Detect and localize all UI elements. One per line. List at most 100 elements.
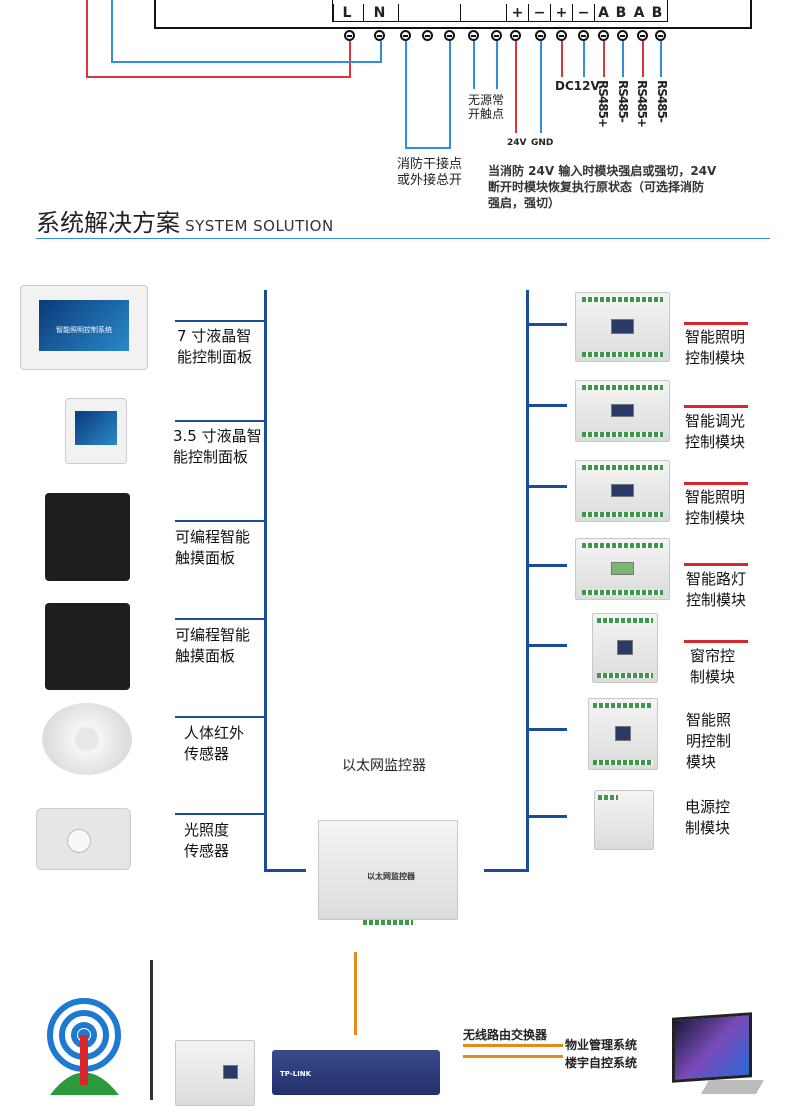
- section-title: 系统解决方案 SYSTEM SOLUTION: [36, 203, 334, 238]
- dry-contact-label: 无源常开触点: [468, 93, 505, 121]
- label-gnd: GND: [531, 138, 554, 148]
- wire-red: [642, 41, 644, 77]
- screw-terminal: [578, 30, 589, 41]
- label-dc12v: DC12V: [555, 79, 600, 93]
- branch-line: [175, 520, 265, 522]
- wire-red: [86, 0, 88, 78]
- terminal-label: +: [550, 4, 572, 22]
- label-rs485: RS485+: [596, 80, 610, 127]
- label-rs485: RS485-: [655, 80, 669, 122]
- branch-line: [175, 813, 265, 815]
- link-line: [463, 1055, 563, 1058]
- right-device-label: 智能路灯控制模块: [686, 570, 747, 609]
- right-device-label: 智能调光控制模块: [685, 412, 746, 451]
- left-device-label: 可编程智能触摸面板: [175, 528, 251, 567]
- branch-line: [527, 404, 567, 407]
- branch-line: [527, 564, 567, 567]
- switch-symbol: [398, 4, 460, 22]
- ethernet-cable-line: [354, 952, 357, 1035]
- ethernet-controller-image: 以太网监控器: [318, 820, 458, 925]
- terminal-label: B: [651, 5, 663, 21]
- accent-bar: [684, 563, 748, 566]
- bus-link: [264, 869, 306, 872]
- lcd-panel-7inch-image: 智能照明控制系统: [20, 285, 148, 370]
- dimming-module-image: [575, 380, 670, 442]
- bus-link: [484, 869, 529, 872]
- left-device-label: 光照度传感器: [184, 821, 230, 860]
- wireless-icon: [42, 995, 127, 1095]
- screw-terminal: [556, 30, 567, 41]
- wire-red: [561, 41, 563, 77]
- accent-bar: [684, 640, 748, 643]
- terminal-label: −: [572, 4, 594, 22]
- module-outline: [154, 0, 752, 29]
- screw-terminal: [468, 30, 479, 41]
- wire-blue: [449, 41, 451, 149]
- wire-red: [515, 41, 517, 133]
- screw-terminal: [510, 30, 521, 41]
- accent-bar: [684, 482, 748, 485]
- accent-bar: [684, 322, 748, 325]
- branch-line: [175, 618, 265, 620]
- lighting-module-image: [575, 292, 670, 362]
- screw-terminal: [637, 30, 648, 41]
- wire-blue: [380, 41, 382, 63]
- screw-terminal: [400, 30, 411, 41]
- router-image: TP-LINK: [272, 1050, 440, 1095]
- right-device-label: 智能照明控制模块: [685, 328, 746, 367]
- screw-terminal: [444, 30, 455, 41]
- wire-blue: [405, 41, 407, 149]
- wire-blue: [473, 41, 475, 89]
- left-device-label: 7 寸液晶智能控制面板: [177, 327, 253, 366]
- branch-line: [175, 320, 265, 322]
- right-device-label: 智能照明控制模块: [685, 488, 746, 527]
- wire-red: [603, 41, 605, 77]
- relay-symbol: [460, 4, 505, 22]
- screw-terminal: [617, 30, 628, 41]
- keyboard-image: [700, 1080, 765, 1094]
- wire-blue: [405, 147, 451, 149]
- terminal-label: N: [363, 4, 395, 22]
- wire-blue: [622, 41, 624, 77]
- lighting-module-image: [588, 698, 658, 770]
- wire-blue: [111, 61, 382, 63]
- bus-line-left: [264, 290, 267, 872]
- branch-line: [527, 485, 567, 488]
- wire-blue: [111, 0, 113, 63]
- touch-panel-4key-image: [45, 493, 130, 581]
- terminal-label: L: [333, 4, 360, 22]
- branch-line: [527, 815, 567, 818]
- screw-terminal: [491, 30, 502, 41]
- right-device-label: 智能照明控制模块: [686, 711, 732, 771]
- wire-red: [86, 76, 351, 78]
- left-device-label: 可编程智能触摸面板: [175, 626, 251, 665]
- terminal-label: −: [528, 4, 550, 22]
- wire-blue: [496, 41, 498, 89]
- label-rs485: RS485+: [635, 80, 649, 127]
- accent-bar: [684, 405, 748, 408]
- systems-list: 物业管理系统楼宇自控系统: [565, 1038, 638, 1070]
- bus-line-right: [526, 290, 529, 872]
- section-divider: [36, 238, 770, 239]
- section-title-cn: 系统解决方案: [36, 209, 180, 237]
- terminal-table: [332, 0, 668, 22]
- left-device-label: 人体红外传感器: [184, 724, 245, 763]
- terminal-label: +: [506, 4, 528, 22]
- antenna-image: [150, 960, 153, 1100]
- branch-line: [527, 644, 567, 647]
- lighting-module-image: [575, 460, 670, 522]
- terminal-label: A: [594, 4, 612, 22]
- wireless-module-image: [175, 1040, 255, 1106]
- curtain-module-image: [592, 613, 658, 683]
- terminal-label: A: [633, 5, 645, 21]
- wire-red: [349, 41, 351, 78]
- wire-blue: [583, 41, 585, 77]
- lcd-panel-3.5inch-image: [65, 398, 127, 464]
- label-24v: 24V: [507, 138, 527, 148]
- wire-blue: [660, 41, 662, 77]
- right-device-label: 电源控制模块: [685, 798, 731, 837]
- label-rs485: RS485-: [616, 80, 630, 122]
- terminal-label: B: [615, 5, 627, 21]
- fire-contact-label: 消防干接点或外接总开: [397, 157, 463, 188]
